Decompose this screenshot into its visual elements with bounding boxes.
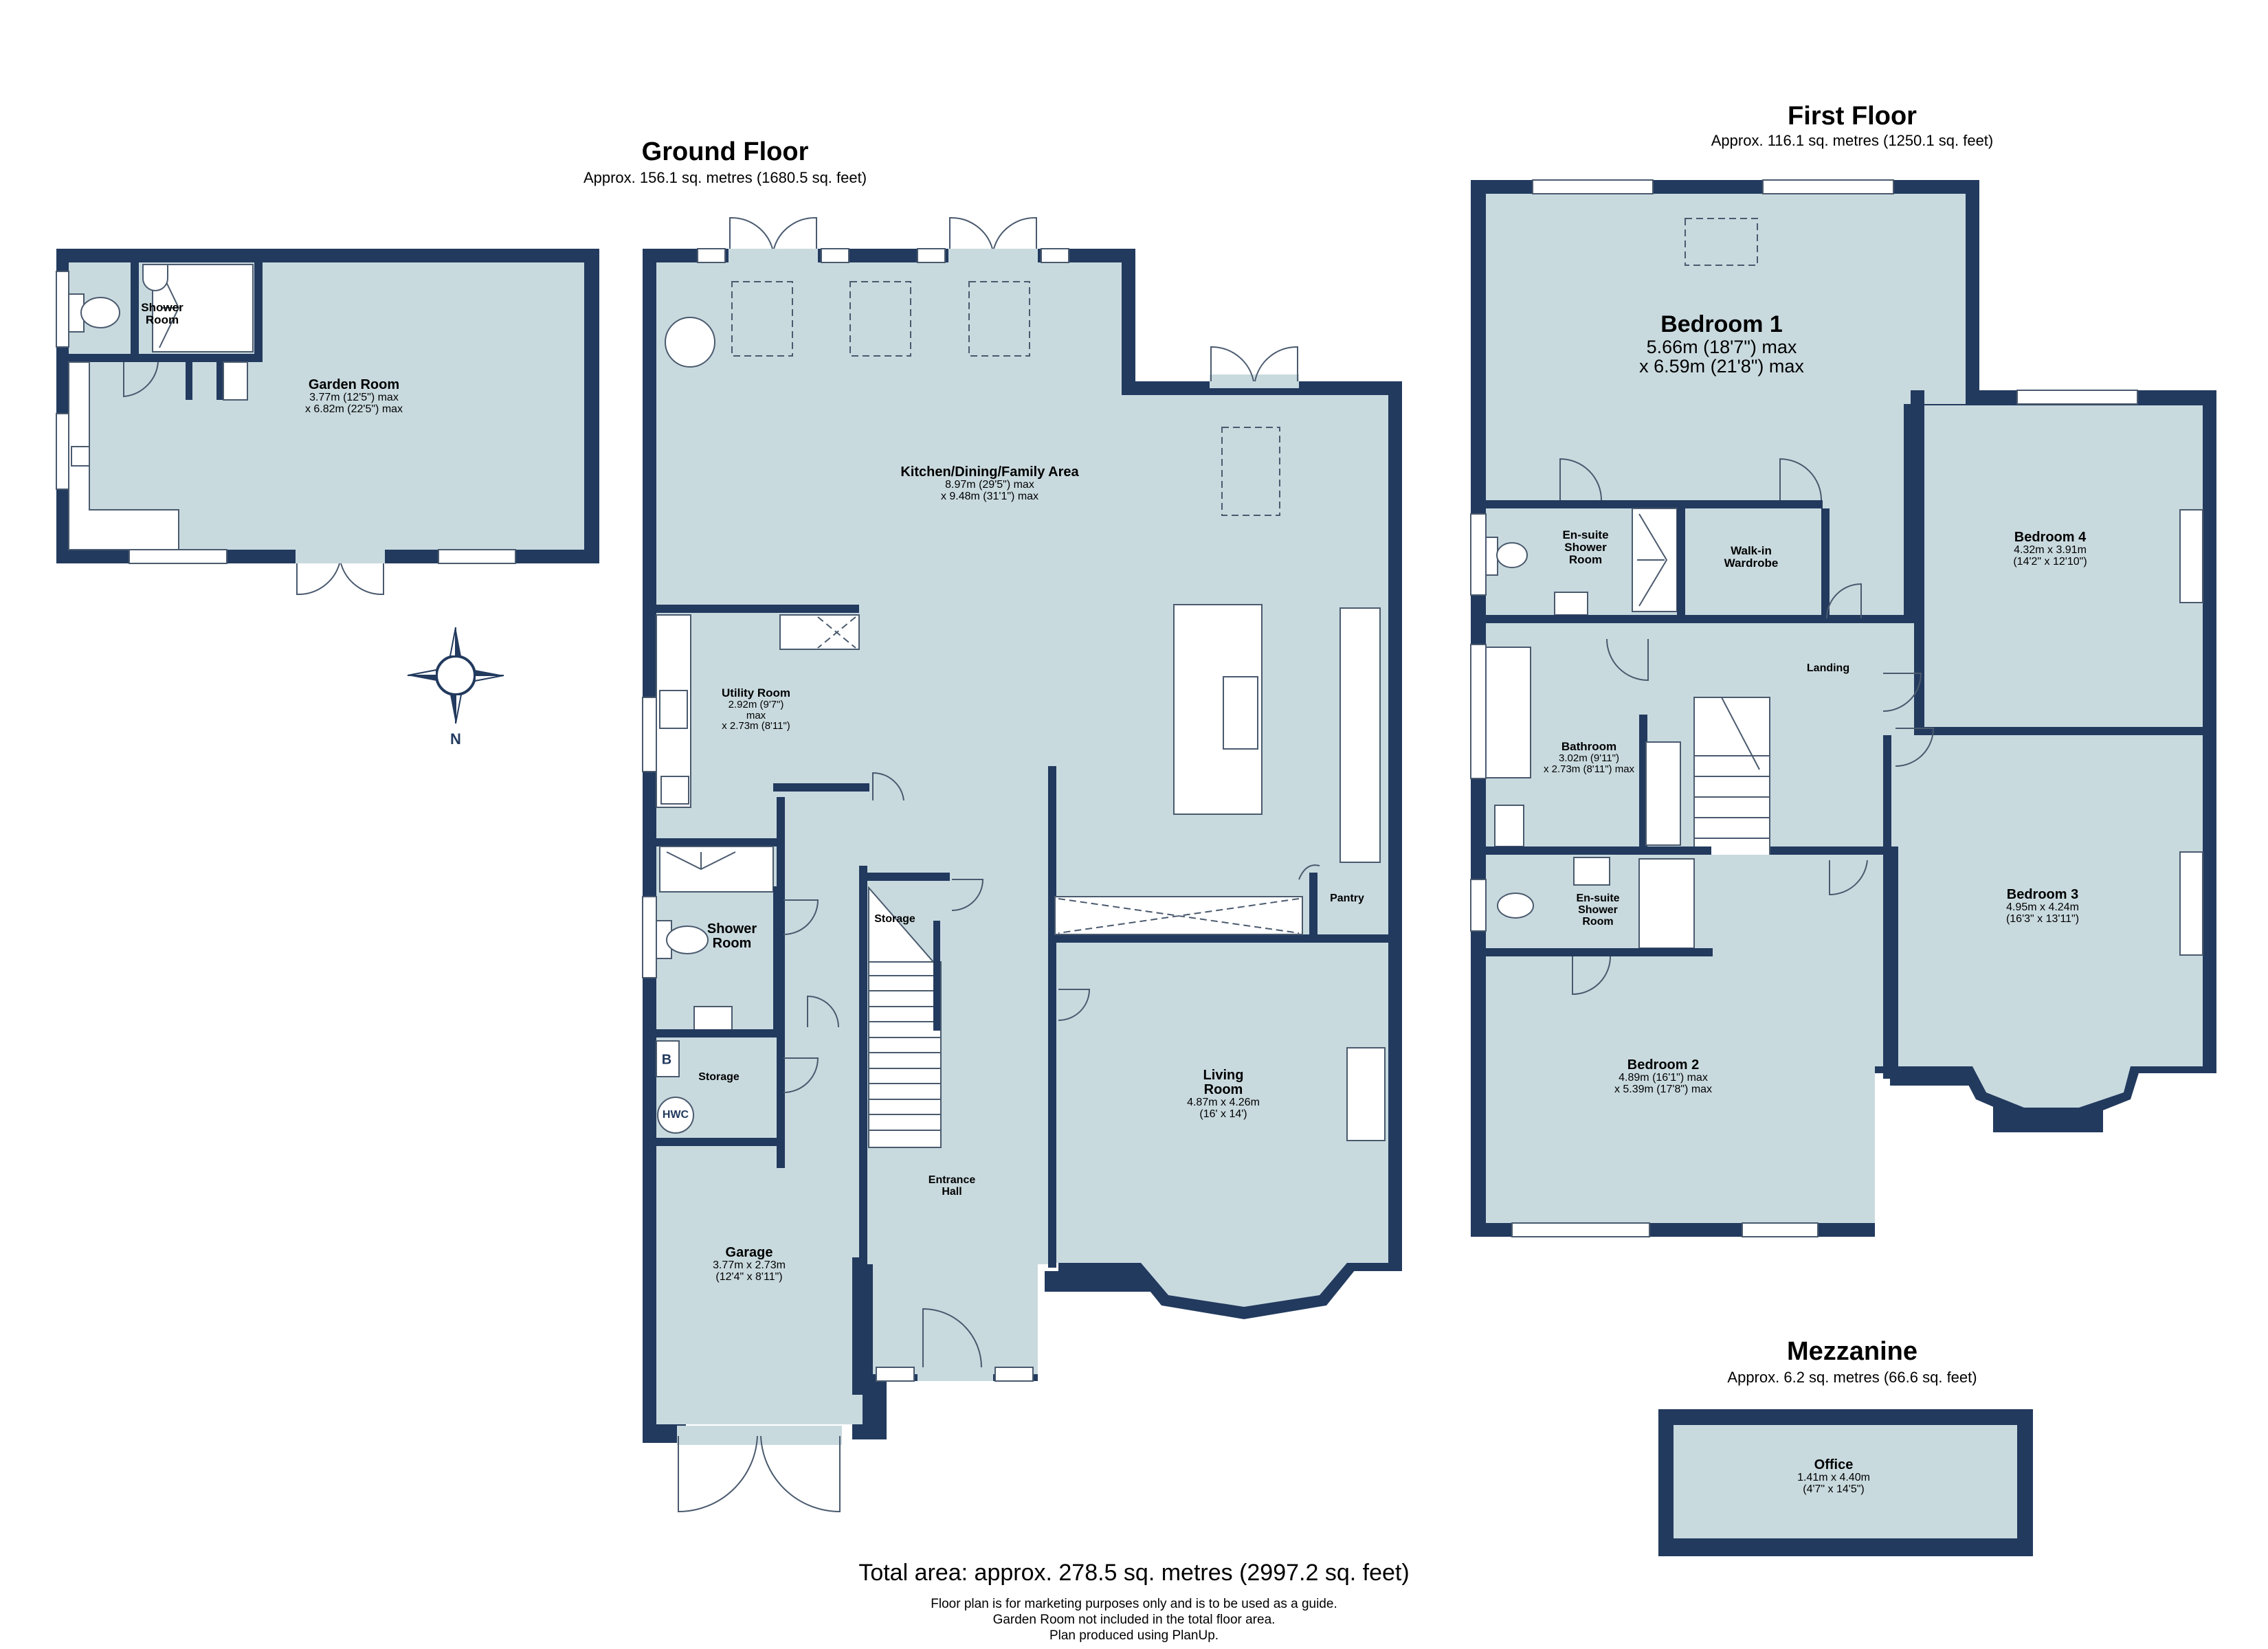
- room-bathroom: Bathroom 3.02m (9'11") x 2.73m (8'11") m…: [1543, 740, 1635, 775]
- disclaimer: Floor plan is for marketing purposes onl…: [931, 1597, 1337, 1644]
- room-bedroom-1: Bedroom 1 5.66m (18'7") max x 6.59m (21'…: [1639, 311, 1804, 377]
- room-garage: Garage 3.77m x 2.73m (12'4" x 8'11"): [713, 1245, 786, 1283]
- room-office: Office 1.41m x 4.40m (4'7" x 14'5"): [1797, 1457, 1870, 1495]
- disclaimer-line-2: Garden Room not included in the total fl…: [992, 1612, 1276, 1627]
- room-storage-small: Storage: [698, 1071, 740, 1083]
- ground-floor-title: Ground Floor: [641, 137, 809, 166]
- room-shower: Shower Room: [707, 921, 757, 951]
- mezzanine-title: Mezzanine: [1786, 1337, 1918, 1366]
- compass-rose-icon: [407, 627, 504, 724]
- room-bedroom-3: Bedroom 3 4.95m x 4.24m (16'3" x 13'11"): [2005, 887, 2080, 925]
- total-area: Total area: approx. 278.5 sq. metres (29…: [858, 1560, 1410, 1586]
- room-storage-stairs: Storage: [874, 913, 915, 925]
- room-entrance-hall: Entrance Hall: [928, 1174, 976, 1198]
- garden-room-building: [56, 249, 599, 596]
- ground-floor-building: [642, 216, 1402, 1513]
- mezzanine-building: [1658, 1409, 2033, 1556]
- room-bedroom-4: Bedroom 4 4.32m x 3.91m (14'2" x 12'10"): [2013, 530, 2087, 568]
- room-pantry: Pantry: [1330, 893, 1364, 904]
- room-living: Living Room 4.87m x 4.26m (16' x 14'): [1187, 1068, 1260, 1120]
- compass-north-label: N: [450, 730, 461, 748]
- room-garden-room: Garden Room 3.77m (12'5") max x 6.82m (2…: [304, 377, 403, 415]
- mezzanine-area: Approx. 6.2 sq. metres (66.6 sq. feet): [1727, 1369, 1977, 1386]
- boiler-label: B: [661, 1052, 672, 1068]
- disclaimer-line-1: Floor plan is for marketing purposes onl…: [931, 1597, 1337, 1611]
- room-walk-in-wardrobe: Walk-in Wardrobe: [1724, 544, 1779, 570]
- first-floor-title: First Floor: [1788, 102, 1917, 131]
- room-bedroom-2: Bedroom 2 4.89m (16'1") max x 5.39m (17'…: [1614, 1057, 1713, 1095]
- room-utility: Utility Room 2.92m (9'7") max x 2.73m (8…: [721, 686, 791, 732]
- room-landing: Landing: [1806, 662, 1850, 674]
- room-kitchen: Kitchen/Dining/Family Area 8.97m (29'5")…: [900, 464, 1079, 502]
- first-floor-area: Approx. 116.1 sq. metres (1250.1 sq. fee…: [1711, 132, 1994, 149]
- disclaimer-line-3: Plan produced using PlanUp.: [1049, 1628, 1219, 1643]
- hot-water-cylinder-label: HWC: [662, 1109, 689, 1121]
- ground-floor-area: Approx. 156.1 sq. metres (1680.5 sq. fee…: [583, 169, 867, 186]
- room-ensuite-1: En-suite Shower Room: [1562, 528, 1609, 566]
- room-ensuite-2: En-suite Shower Room: [1576, 893, 1620, 928]
- first-floor-building: [1470, 179, 2216, 1237]
- room-garden-shower: Shower Room: [141, 301, 184, 326]
